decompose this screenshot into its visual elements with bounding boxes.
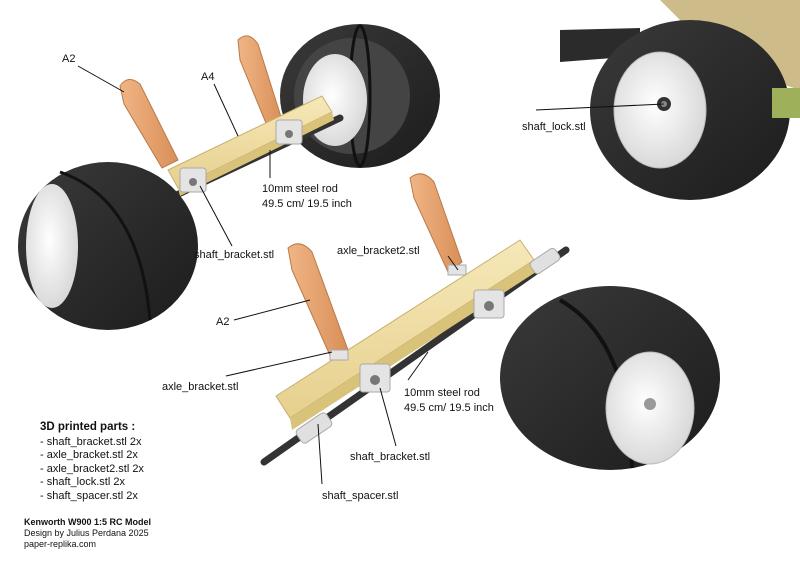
parts-list-heading: 3D printed parts : [40, 421, 136, 433]
label-rod-top-line2: 49.5 cm/ 19.5 inch [262, 198, 352, 210]
label-rod-mid-line2: 49.5 cm/ 19.5 inch [404, 402, 494, 414]
leader-lines [77, 65, 665, 485]
label-axle-bracket: axle_bracket.stl [162, 381, 238, 393]
shaft-lock-detail [560, 0, 800, 200]
credits-website: paper-replika.com [24, 539, 97, 549]
parts-list: 3D printed parts : - shaft_bracket.stl 2… [40, 421, 144, 503]
label-a2-mid: A2 [216, 316, 229, 328]
shaft-bracket-top-a [179, 167, 207, 193]
parts-list-item: - shaft_bracket.stl 2x [40, 435, 142, 448]
plate-back-mid [409, 173, 463, 273]
middle-axle-assembly [260, 173, 720, 470]
plate-a4 [237, 35, 283, 129]
shaft-bracket-mid-a [359, 363, 391, 393]
shaft-bracket-mid-b [473, 289, 505, 319]
label-shaft-spacer: shaft_spacer.stl [322, 490, 398, 502]
label-a2-top: A2 [62, 53, 75, 65]
axle-bracket-mid [329, 349, 349, 361]
plate-a2-top [119, 79, 179, 169]
label-rod-mid-line1: 10mm steel rod [404, 387, 480, 399]
wheel-top-right [280, 24, 440, 168]
label-shaft-bracket-top: shaft_bracket.stl [194, 249, 274, 261]
parts-list-item: - axle_bracket.stl 2x [40, 449, 138, 461]
parts-list-item: - shaft_lock.stl 2x [40, 476, 125, 488]
parts-list-item: - shaft_spacer.stl 2x [40, 489, 138, 502]
wheel-top-left [18, 162, 198, 330]
credits-author: Design by Julius Perdana 2025 [24, 528, 149, 538]
shaft-spacer-b [529, 247, 561, 275]
label-a4: A4 [201, 71, 214, 83]
axle-bracket2-mid [447, 264, 467, 276]
wheel-mid-loose [500, 286, 720, 470]
shaft-bracket-top-b [275, 119, 303, 145]
label-rod-top-line1: 10mm steel rod [262, 183, 338, 195]
parts-list-item: - axle_bracket2.stl 2x [40, 462, 144, 475]
credits: Kenworth W900 1:5 RC Model Design by Jul… [24, 517, 151, 550]
top-axle-assembly [18, 24, 440, 330]
credits-title: Kenworth W900 1:5 RC Model [24, 517, 152, 527]
label-shaft-lock: shaft_lock.stl [522, 121, 586, 133]
plate-a2-mid [287, 243, 349, 361]
label-shaft-bracket-mid: shaft_bracket.stl [350, 451, 430, 463]
label-axle-bracket2: axle_bracket2.stl [337, 245, 420, 257]
